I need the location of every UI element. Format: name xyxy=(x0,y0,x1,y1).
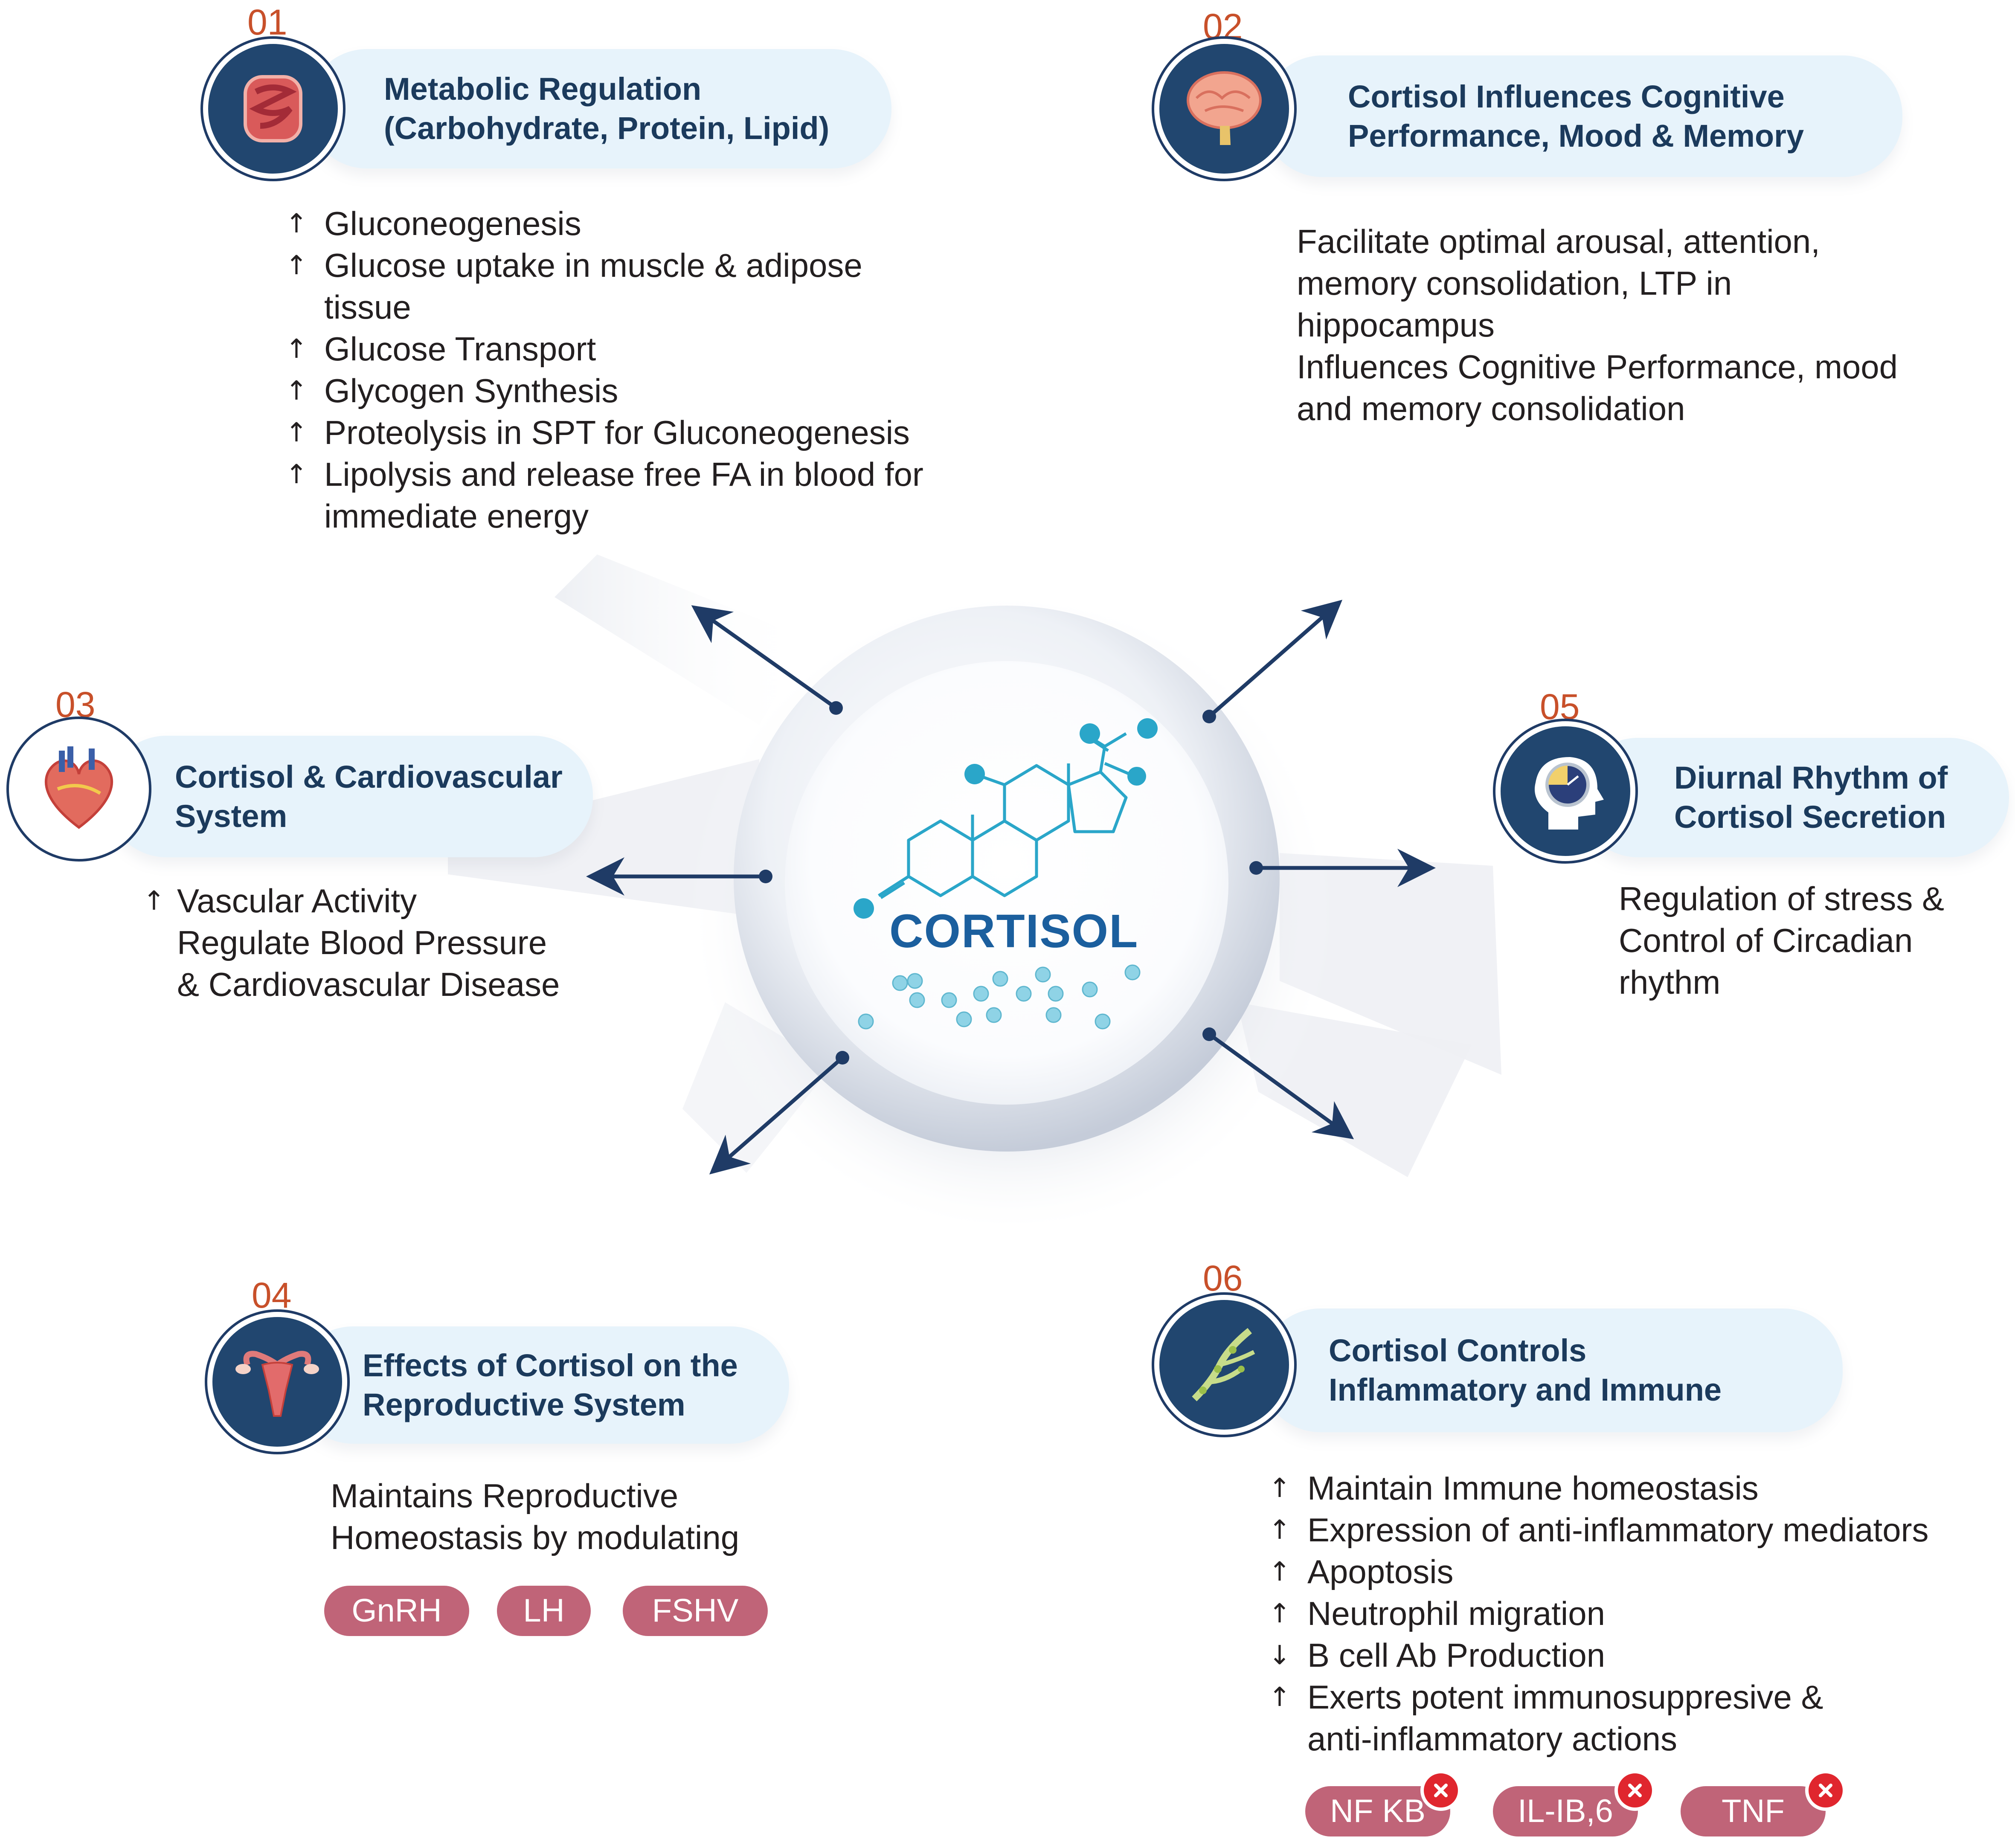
up-arrow-icon: ↑ xyxy=(285,249,308,281)
mediator-tag-tnf: TNF xyxy=(1681,1786,1826,1836)
orb-inner xyxy=(785,661,1228,1105)
section-number: 01 xyxy=(247,2,287,42)
droplets xyxy=(858,964,1141,1030)
up-arrow-icon: ↑ xyxy=(285,208,308,239)
diurnal-description: Regulation of stress & Control of Circad… xyxy=(1619,880,1945,1001)
list-item: ↑Neutrophil migration xyxy=(1265,1593,1929,1634)
up-arrow-icon: ↑ xyxy=(1269,1681,1291,1712)
list-item: ↑Proteolysis in SPT for Gluconeogenesis xyxy=(282,412,923,453)
intestine-icon xyxy=(208,44,338,174)
head-clock-icon xyxy=(1501,726,1630,856)
section-title: Metabolic Regulation (Carbohydrate, Prot… xyxy=(384,71,830,146)
list-item: ↑Glycogen Synthesis xyxy=(282,370,923,412)
section-title: Cortisol Influences Cognitive Performanc… xyxy=(1348,78,1804,154)
section-title: Effects of Cortisol on the Reproductive … xyxy=(363,1347,738,1422)
immune-effects-list: ↑Maintain Immune homeostasis ↑Expression… xyxy=(1265,1467,1929,1760)
cognitive-description: Facilitate optimal arousal, attention, m… xyxy=(1297,223,1898,427)
up-arrow-icon: ↑ xyxy=(1269,1556,1291,1587)
list-item: ↑Exerts potent immunosuppresive &anti-in… xyxy=(1265,1676,1929,1760)
section-title-pill: Cortisol Influences Cognitive Performanc… xyxy=(1263,55,1902,177)
section-title: Cortisol Controls Inflammatory and Immun… xyxy=(1329,1333,1722,1407)
up-arrow-icon: ↑ xyxy=(1269,1598,1291,1629)
up-arrow-icon: ↑ xyxy=(1269,1514,1291,1545)
arrow-to-metabolic xyxy=(691,605,837,710)
list-item: ↑Glucose Transport xyxy=(282,328,923,370)
up-arrow-icon: ↑ xyxy=(143,885,165,916)
up-arrow-icon: ↑ xyxy=(285,458,308,490)
section-title-pill: Cortisol Controls Inflammatory and Immun… xyxy=(1260,1308,1843,1432)
reproductive-description: Maintains Reproductive Homeostasis by mo… xyxy=(331,1477,740,1556)
section-title: Diurnal Rhythm of Cortisol Secretion xyxy=(1674,760,1948,835)
section-title-pill: Metabolic Regulation (Carbohydrate, Prot… xyxy=(307,49,891,168)
list-item: ↑Maintain Immune homeostasis xyxy=(1265,1467,1929,1509)
list-item: ↓B cell Ab Production xyxy=(1265,1634,1929,1676)
metabolic-effects-list: ↑Gluconeogenesis ↑Glucose uptake in musc… xyxy=(282,203,923,537)
section-number: 06 xyxy=(1203,1258,1243,1298)
up-arrow-icon: ↑ xyxy=(285,375,308,406)
arrow-to-cognitive xyxy=(1208,600,1343,718)
arrow-to-reproductive xyxy=(709,1056,844,1175)
brain-icon xyxy=(1159,44,1289,174)
section-title: Cortisol & Cardiovascular System xyxy=(175,759,563,834)
arrow-to-immune xyxy=(1208,1033,1354,1140)
uterus-icon xyxy=(212,1317,342,1447)
beam-right xyxy=(1280,853,1501,1075)
list-item: ↑Gluconeogenesis xyxy=(282,203,923,244)
x-circle-icon xyxy=(1420,1770,1461,1811)
section-title-pill: Cortisol & Cardiovascular System xyxy=(107,736,593,857)
center-arrows xyxy=(586,600,1436,1175)
section-title-pill: Diurnal Rhythm of Cortisol Secretion xyxy=(1578,738,2009,857)
x-circle-icon xyxy=(1805,1770,1846,1811)
list-item: ↑Lipolysis and release free FA in blood … xyxy=(282,453,923,537)
down-arrow-icon: ↓ xyxy=(1269,1639,1291,1671)
hormone-tag-fshv: FSHV xyxy=(623,1586,768,1636)
cardiovascular-description: ↑ Vascular Activity Regulate Blood Press… xyxy=(136,880,560,1005)
up-arrow-icon: ↑ xyxy=(1269,1472,1291,1503)
mediator-tag-il1b6: IL-IB,6 xyxy=(1493,1786,1638,1836)
section-number: 04 xyxy=(252,1275,292,1315)
heart-icon xyxy=(14,724,144,854)
up-arrow-icon: ↑ xyxy=(285,333,308,364)
center-label: CORTISOL xyxy=(889,905,1139,957)
beam-top-left xyxy=(555,554,810,725)
hormone-tag-lh: LH xyxy=(497,1586,591,1636)
x-circle-icon xyxy=(1614,1770,1655,1811)
list-item: ↑Expression of anti-inflammatory mediato… xyxy=(1265,1509,1929,1551)
hormone-tag-gnrh: GnRH xyxy=(324,1586,469,1636)
lymph-vessel-icon xyxy=(1159,1300,1289,1430)
section-title-pill: Effects of Cortisol on the Reproductive … xyxy=(294,1326,789,1444)
list-item: ↑Apoptosis xyxy=(1265,1551,1929,1593)
up-arrow-icon: ↑ xyxy=(285,417,308,448)
